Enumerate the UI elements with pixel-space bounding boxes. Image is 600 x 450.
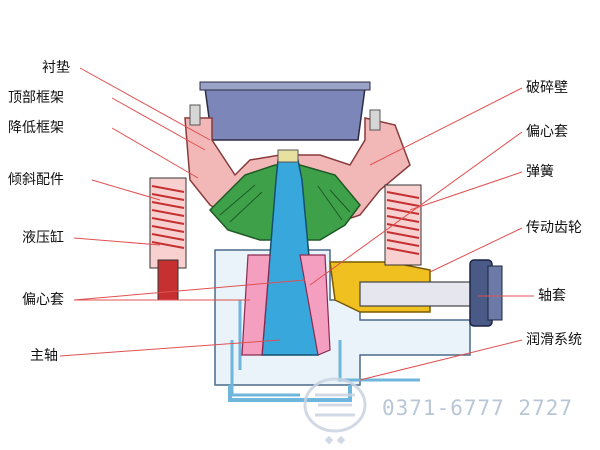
leader-lines (59, 67, 534, 381)
spring-left (149, 177, 187, 301)
label-main-shaft: 主轴 (30, 348, 58, 364)
label-drive-gear: 传动齿轮 (526, 220, 582, 236)
label-shaft-sleeve: 轴套 (538, 288, 566, 304)
svg-text:◆ ◆: ◆ ◆ (325, 433, 346, 446)
eccentric-sleeve-shape (241, 254, 331, 356)
label-lining: 衬垫 (42, 60, 70, 76)
label-top-frame: 顶部框架 (8, 90, 64, 106)
label-hydraulic-cylinder: 液压缸 (22, 230, 64, 246)
spring-right (384, 184, 422, 266)
label-spring: 弹簧 (526, 164, 554, 180)
label-lower-frame: 降低框架 (8, 120, 64, 136)
watermark-phone: 0371-6777 2727 (382, 396, 574, 420)
label-crushing-wall: 破碎壁 (526, 80, 568, 96)
feed-hopper (199, 81, 371, 141)
label-lubrication-system: 润滑系统 (526, 332, 582, 348)
drive-gear-shape (329, 259, 503, 327)
label-eccentric-sleeve-right: 偏心套 (526, 124, 568, 140)
label-tilt-fitting: 倾斜配件 (8, 172, 64, 188)
watermark-logo: ◆ ◆ (303, 377, 367, 446)
label-eccentric-sleeve-left: 偏心套 (22, 292, 64, 308)
